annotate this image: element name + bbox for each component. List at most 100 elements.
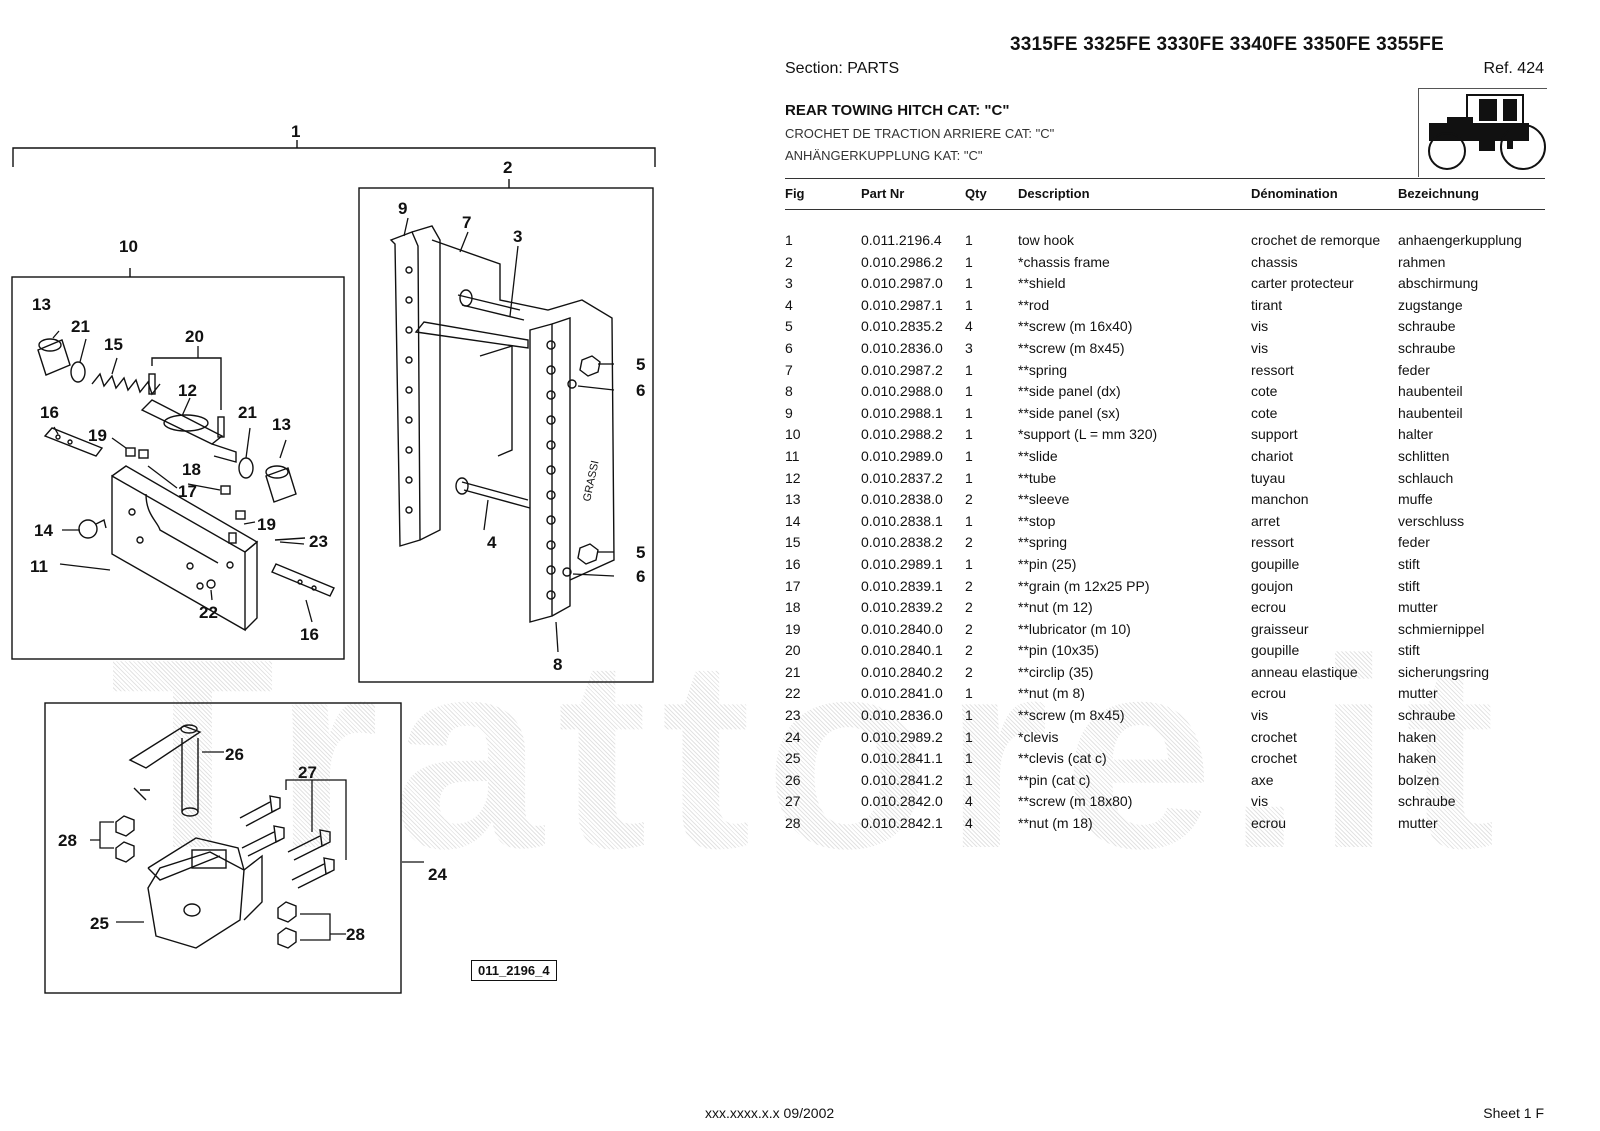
cell-fig: 2: [785, 253, 793, 270]
cell-bezeichnung: verschluss: [1398, 512, 1465, 529]
cell-denomination: ecrou: [1251, 815, 1287, 832]
cell-fig: 17: [785, 577, 801, 594]
cell-part-nr: 0.010.2989.2: [861, 728, 943, 745]
cell-bezeichnung: haubenteil: [1398, 404, 1463, 421]
cell-qty: 1: [965, 447, 973, 464]
callout-12: 12: [178, 381, 197, 400]
manufacturer-stamp: GRASSI: [581, 459, 601, 502]
cell-qty: 1: [965, 469, 973, 486]
cell-description: **nut (m 12): [1018, 599, 1093, 616]
cell-part-nr: 0.010.2989.1: [861, 555, 943, 572]
cell-description: **screw (m 18x80): [1018, 793, 1133, 810]
cell-qty: 1: [965, 253, 973, 270]
cell-denomination: tuyau: [1251, 469, 1286, 486]
callout-2: 2: [503, 158, 512, 177]
callout-21b: 21: [238, 403, 257, 422]
callout-13a: 13: [32, 295, 51, 314]
cell-description: **sleeve: [1018, 491, 1070, 508]
cell-qty: 4: [965, 318, 973, 335]
cell-qty: 1: [965, 232, 973, 248]
cell-denomination: chariot: [1251, 447, 1294, 464]
cell-fig: 25: [785, 750, 801, 767]
callout-9: 9: [398, 199, 407, 218]
cell-denomination: goujon: [1251, 577, 1294, 594]
cell-qty: 3: [965, 339, 973, 356]
drawing-code: 011_2196_4: [471, 960, 557, 981]
cell-part-nr: 0.010.2841.2: [861, 771, 943, 788]
cell-denomination: manchon: [1251, 491, 1309, 508]
cell-qty: 1: [965, 728, 973, 745]
cell-fig: 1: [785, 232, 793, 248]
cell-part-nr: 0.010.2987.0: [861, 275, 943, 292]
cell-denomination: tirant: [1251, 296, 1283, 313]
cell-fig: 10: [785, 426, 801, 443]
callout-20: 20: [185, 327, 204, 346]
cell-qty: 2: [965, 534, 973, 551]
cell-qty: 1: [965, 555, 973, 572]
cell-bezeichnung: haken: [1398, 728, 1437, 745]
cell-fig: 24: [785, 728, 801, 745]
callout-7: 7: [462, 213, 471, 232]
cell-description: **screw (m 16x40): [1018, 318, 1133, 335]
cell-qty: 1: [965, 383, 973, 400]
cell-description: **stop: [1018, 512, 1056, 529]
callout-8: 8: [553, 655, 562, 674]
cell-fig: 26: [785, 771, 801, 788]
cell-denomination: arret: [1251, 512, 1280, 529]
cell-description: **grain (m 12x25 PP): [1018, 577, 1150, 594]
cell-bezeichnung: stift: [1398, 642, 1420, 659]
cell-description: **spring: [1018, 534, 1068, 551]
cell-description: **side panel (sx): [1018, 404, 1120, 421]
cell-fig: 11: [785, 447, 800, 464]
cell-bezeichnung: feder: [1398, 361, 1430, 378]
cell-description: **lubricator (m 10): [1018, 620, 1131, 637]
cell-denomination: crochet: [1251, 728, 1297, 745]
cell-description: **nut (m 8): [1018, 685, 1085, 702]
cell-part-nr: 0.010.2840.1: [861, 642, 943, 659]
cell-fig: 9: [785, 404, 793, 421]
footer-document-code: xxx.xxxx.x.x 09/2002: [705, 1105, 835, 1121]
cell-fig: 21: [785, 663, 801, 680]
cell-denomination: vis: [1251, 707, 1269, 724]
cell-fig: 15: [785, 534, 801, 551]
cell-fig: 18: [785, 599, 801, 616]
cell-bezeichnung: abschirmung: [1398, 275, 1479, 292]
cell-qty: 1: [965, 512, 973, 529]
cell-qty: 1: [965, 771, 973, 788]
tractor-thumbnail: [1418, 88, 1547, 177]
cell-denomination: ecrou: [1251, 599, 1287, 616]
cell-fig: 19: [785, 620, 801, 637]
cell-bezeichnung: bolzen: [1398, 771, 1440, 788]
cell-qty: 2: [965, 663, 973, 680]
cell-bezeichnung: mutter: [1398, 599, 1438, 616]
cell-bezeichnung: schraube: [1398, 318, 1456, 335]
cell-bezeichnung: zugstange: [1398, 296, 1463, 313]
cell-part-nr: 0.010.2842.1: [861, 815, 943, 832]
cell-part-nr: 0.010.2837.2: [861, 469, 943, 486]
cell-part-nr: 0.010.2841.1: [861, 750, 943, 767]
callout-27: 27: [298, 763, 317, 782]
callout-28a: 28: [58, 831, 77, 850]
cell-qty: 2: [965, 577, 973, 594]
cell-description: **pin (cat c): [1018, 771, 1091, 788]
cell-part-nr: 0.010.2986.2: [861, 253, 943, 270]
cell-bezeichnung: schmiernippel: [1398, 620, 1485, 637]
cell-denomination: ressort: [1251, 361, 1294, 378]
cell-description: **side panel (dx): [1018, 383, 1121, 400]
cell-bezeichnung: stift: [1398, 577, 1420, 594]
callout-28b: 28: [346, 925, 365, 944]
callout-1: 1: [291, 122, 300, 141]
cell-bezeichnung: mutter: [1398, 815, 1438, 832]
cell-part-nr: 0.010.2841.0: [861, 685, 943, 702]
cell-part-nr: 0.010.2987.2: [861, 361, 943, 378]
